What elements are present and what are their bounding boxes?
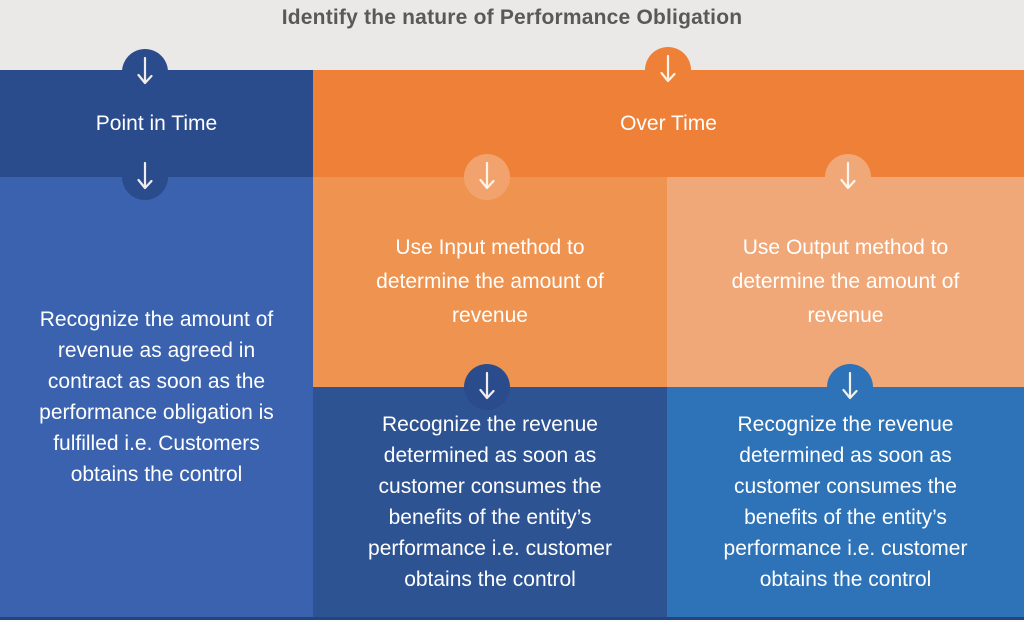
down-arrow-circle-point-in-time-detail	[122, 154, 168, 200]
down-arrow-circle-point-in-time	[122, 49, 168, 95]
input-method-box: Use Input method to determine the amount…	[313, 177, 667, 387]
over-time-label: Over Time	[620, 111, 717, 135]
down-arrow-icon	[479, 161, 495, 190]
down-arrow-circle-input-detail	[464, 364, 510, 410]
output-method-box: Use Output method to determine the amoun…	[667, 177, 1024, 387]
down-arrow-circle-over-time	[645, 47, 691, 93]
page-title: Identify the nature of Performance Oblig…	[281, 6, 743, 29]
output-method-detail-box: Recognize the revenue determined as soon…	[667, 387, 1024, 617]
down-arrow-icon	[842, 371, 858, 400]
bottom-shadow-line	[0, 617, 1024, 620]
point-in-time-detail-text: Recognize the amount of revenue as agree…	[39, 308, 274, 486]
input-method-detail-text: Recognize the revenue determined as soon…	[368, 413, 612, 591]
bottom-edge-strip	[0, 620, 1024, 622]
down-arrow-circle-input-method	[464, 154, 510, 200]
down-arrow-circle-output-detail	[827, 364, 873, 410]
down-arrow-icon	[479, 371, 495, 400]
output-method-label: Use Output method to determine the amoun…	[731, 236, 960, 327]
down-arrow-icon	[660, 54, 676, 83]
point-in-time-label: Point in Time	[95, 111, 218, 135]
down-arrow-icon	[137, 56, 153, 85]
down-arrow-icon	[137, 161, 153, 190]
output-method-detail-text: Recognize the revenue determined as soon…	[723, 413, 968, 591]
input-method-detail-box: Recognize the revenue determined as soon…	[313, 387, 667, 617]
point-in-time-detail-box: Recognize the amount of revenue as agree…	[0, 177, 313, 617]
down-arrow-circle-output-method	[825, 154, 871, 200]
down-arrow-icon	[840, 161, 856, 190]
input-method-label: Use Input method to determine the amount…	[376, 236, 604, 327]
